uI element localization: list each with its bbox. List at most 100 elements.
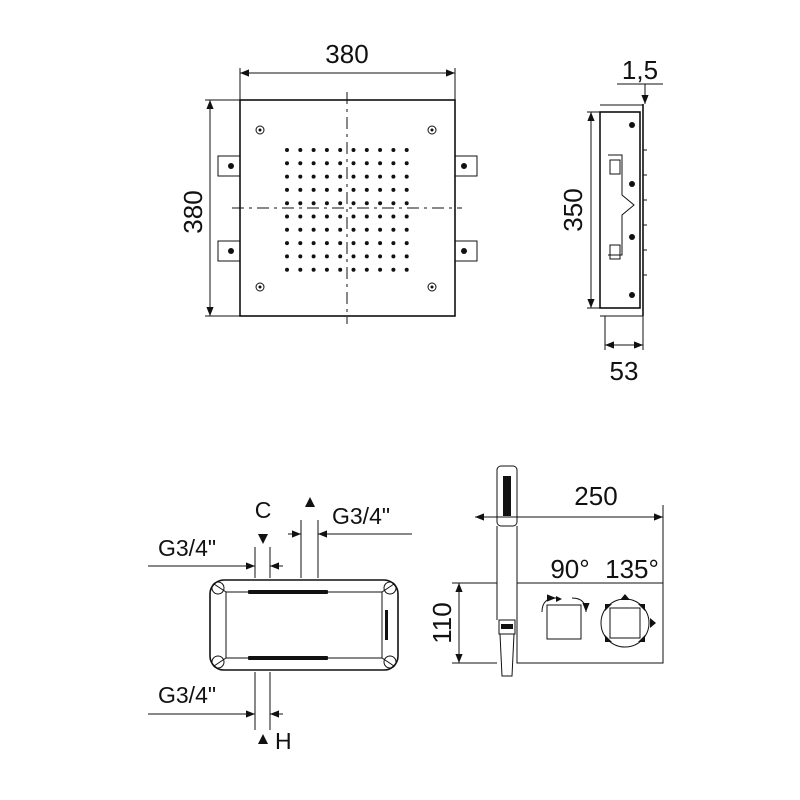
side-height-label: 350: [558, 188, 588, 231]
nozzle-dot: [404, 241, 409, 246]
nozzle-dot: [285, 214, 289, 219]
nozzle-dot: [311, 254, 316, 259]
cold-flow-arrow-down: [258, 534, 268, 544]
nozzle-dot: [311, 174, 316, 179]
mounting-bracket-left-top: [217, 155, 241, 177]
outlet-label: G3/4": [332, 503, 390, 529]
shower-plate: [239, 99, 456, 317]
nozzle-dot: [364, 214, 369, 219]
nozzle-dot: [364, 227, 369, 232]
cold-label: C: [255, 497, 272, 523]
nozzle-dot: [364, 254, 369, 259]
nozzle-dot: [311, 201, 316, 206]
nozzle-dot: [378, 227, 383, 232]
nozzle-grid: [285, 148, 409, 272]
nozzle-dot: [404, 227, 409, 232]
nozzle-dot: [285, 148, 289, 152]
valve-corner-tl: [213, 583, 227, 593]
nozzle-dot: [404, 214, 409, 219]
nozzle-dot: [311, 161, 316, 166]
side-body: [599, 111, 641, 309]
nozzle-dot: [298, 254, 303, 259]
nozzle-dot: [311, 214, 316, 219]
nozzle-dot: [351, 254, 356, 259]
nozzle-dot: [351, 241, 356, 246]
nozzle-dot: [324, 187, 329, 192]
outlet-flow-arrow-up: [305, 497, 315, 507]
nozzle-dot: [391, 267, 396, 272]
nozzle-dot: [364, 187, 369, 192]
nozzle-dot: [285, 174, 289, 179]
nozzle-dot: [338, 187, 343, 192]
nozzle-dot: [378, 187, 383, 192]
nozzle-dot: [404, 254, 409, 259]
nozzle-dot: [338, 267, 343, 272]
nozzle-dot: [391, 201, 396, 206]
nozzle-dot: [285, 267, 289, 272]
mounting-bracket-left-bottom: [217, 240, 241, 262]
nozzle-dot: [391, 187, 396, 192]
nozzle-dot: [285, 201, 289, 206]
nozzle-dot: [324, 227, 329, 232]
nozzle-dot: [404, 187, 409, 192]
nozzle-dot: [298, 227, 303, 232]
nozzle-dot: [378, 214, 383, 219]
nozzle-dot: [285, 161, 289, 166]
nozzle-dot: [378, 267, 383, 272]
nozzle-dot: [364, 161, 369, 166]
nozzle-dot: [285, 187, 289, 192]
nozzle-dot: [351, 227, 356, 232]
nozzle-dot: [378, 201, 383, 206]
nozzle-dot: [391, 227, 396, 232]
corner-screws: [255, 125, 437, 292]
nozzle-dot: [298, 201, 303, 206]
hand-shower: [496, 465, 518, 677]
valve-corner-bl: [213, 657, 227, 667]
nozzle-dot: [338, 254, 343, 259]
valve-corner-br: [381, 657, 395, 667]
nozzle-dot: [311, 267, 316, 272]
nozzle-dot: [298, 174, 303, 179]
diverter-handle-135: [600, 594, 656, 648]
width-label: 380: [325, 39, 368, 69]
hot-flow-arrow-up: [258, 734, 268, 744]
diverter-knob-135: [609, 607, 641, 639]
nozzle-dot: [324, 241, 329, 246]
nozzle-dot: [298, 148, 303, 152]
valve-corner-holes: [211, 581, 397, 669]
nozzle-dot: [324, 254, 329, 259]
nozzle-dot: [391, 174, 396, 179]
nozzle-dot: [364, 201, 369, 206]
depth-label: 53: [610, 356, 639, 386]
nozzle-dot: [285, 241, 289, 246]
hand-shower-head: [496, 465, 518, 527]
nozzle-dot: [351, 187, 356, 192]
nozzle-dot: [351, 267, 356, 272]
thickness-label: 1,5: [622, 55, 658, 85]
front-width-label: 250: [574, 481, 617, 511]
nozzle-dot: [351, 174, 356, 179]
nozzle-dot: [404, 267, 409, 272]
nozzle-dot: [298, 214, 303, 219]
cover-plate: [516, 582, 664, 664]
angle-90-label: 90°: [550, 554, 589, 584]
nozzle-dot: [338, 174, 343, 179]
shower-head-side-view: 1,5 350 5: [558, 55, 663, 386]
nozzle-dot: [311, 227, 316, 232]
nozzle-dot: [364, 148, 369, 152]
nozzle-dot: [298, 267, 303, 272]
mounting-bracket-right-bottom: [454, 240, 478, 262]
nozzle-dot: [391, 254, 396, 259]
side-nozzle-ticks: [643, 149, 647, 276]
nozzle-dot: [298, 187, 303, 192]
nozzle-dot: [391, 214, 396, 219]
hand-shower-holder: [499, 633, 515, 677]
nozzle-dot: [351, 148, 356, 152]
valve-body: [209, 579, 399, 671]
nozzle-dot: [298, 161, 303, 166]
nozzle-dot: [364, 241, 369, 246]
front-height-label: 110: [427, 602, 457, 643]
height-label: 380: [178, 190, 208, 233]
nozzle-dot: [404, 201, 409, 206]
